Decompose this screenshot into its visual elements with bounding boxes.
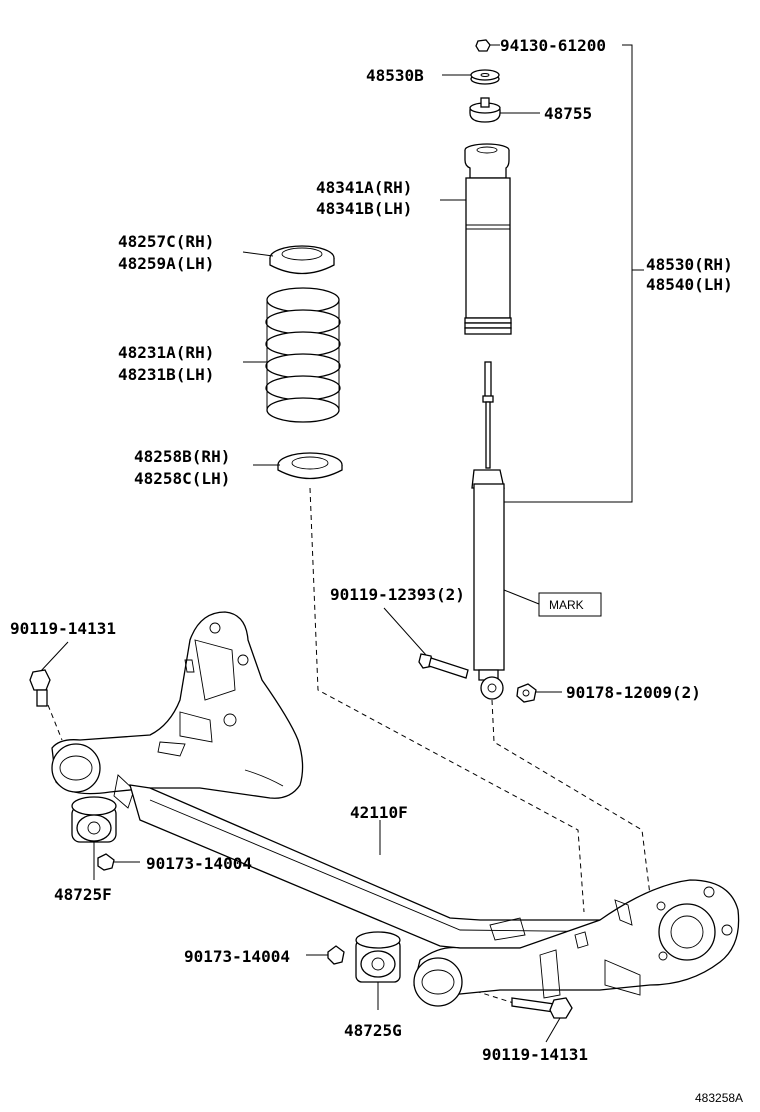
label-upper-seat-rh: 48257C(RH) [118, 232, 214, 251]
lower-seat-part [277, 452, 343, 480]
label-nut-bush-center: 90173-14004 [184, 947, 290, 966]
upper-seat-part [269, 245, 335, 275]
nut-bush-left-part [97, 853, 115, 871]
label-bush-center: 48725G [344, 1021, 402, 1040]
label-lower-seat-lh: 48258C(LH) [134, 469, 230, 488]
label-boot-lh: 48341B(LH) [316, 199, 412, 218]
bolt-bottom-part [511, 997, 573, 1019]
bush-center-part [355, 931, 401, 983]
label-upper-seat-lh: 48259A(LH) [118, 254, 214, 273]
mark-box [538, 592, 602, 617]
label-nut-bush-left: 90173-14004 [146, 854, 252, 873]
shock-absorber-part [471, 361, 505, 700]
label-spring-lh: 48231B(LH) [118, 365, 214, 384]
dash-bolt-left [47, 704, 63, 741]
dash-shock-to-beam [491, 699, 651, 896]
label-bolt-shock: 90119-12393(2) [330, 585, 465, 604]
axle-beam-part [51, 611, 740, 1007]
leader-bolt-left [39, 641, 69, 673]
leader-upper-seat [242, 251, 274, 257]
leader-shock-bracket [500, 44, 633, 503]
label-lower-seat-rh: 48258B(RH) [134, 447, 230, 466]
label-bush-left: 48725F [54, 885, 112, 904]
mark-text: MARK [549, 598, 584, 612]
label-boot-rh: 48341A(RH) [316, 178, 412, 197]
bolt-left-part [29, 669, 51, 707]
drawing-number: 483258A [695, 1091, 743, 1105]
bush-left-part [71, 796, 117, 843]
label-spring-rh: 48231A(RH) [118, 343, 214, 362]
bumper-stop-part [469, 97, 501, 123]
coil-spring-part [265, 287, 341, 423]
dust-boot-part [464, 143, 512, 335]
bolt-shock-part [418, 653, 469, 679]
cushion-part [470, 69, 500, 85]
leader-bolt-shock [383, 607, 427, 656]
label-nut-shock: 90178-12009(2) [566, 683, 701, 702]
leader-mark [503, 589, 540, 605]
nut-bush-center-part [327, 945, 345, 965]
dash-spring-to-beam [309, 487, 585, 913]
label-cushion: 48530B [366, 66, 424, 85]
leader-bolt-bottom [545, 1017, 561, 1043]
top-nut-part [475, 39, 491, 52]
nut-shock-part [516, 683, 537, 703]
label-beam: 42110F [350, 803, 408, 822]
label-bolt-left: 90119-14131 [10, 619, 116, 638]
label-nut-top: 94130-61200 [500, 36, 606, 55]
label-shock-lh: 48540(LH) [646, 275, 733, 294]
label-bolt-bottom: 90119-14131 [482, 1045, 588, 1064]
label-bumper: 48755 [544, 104, 592, 123]
label-shock-rh: 48530(RH) [646, 255, 733, 274]
